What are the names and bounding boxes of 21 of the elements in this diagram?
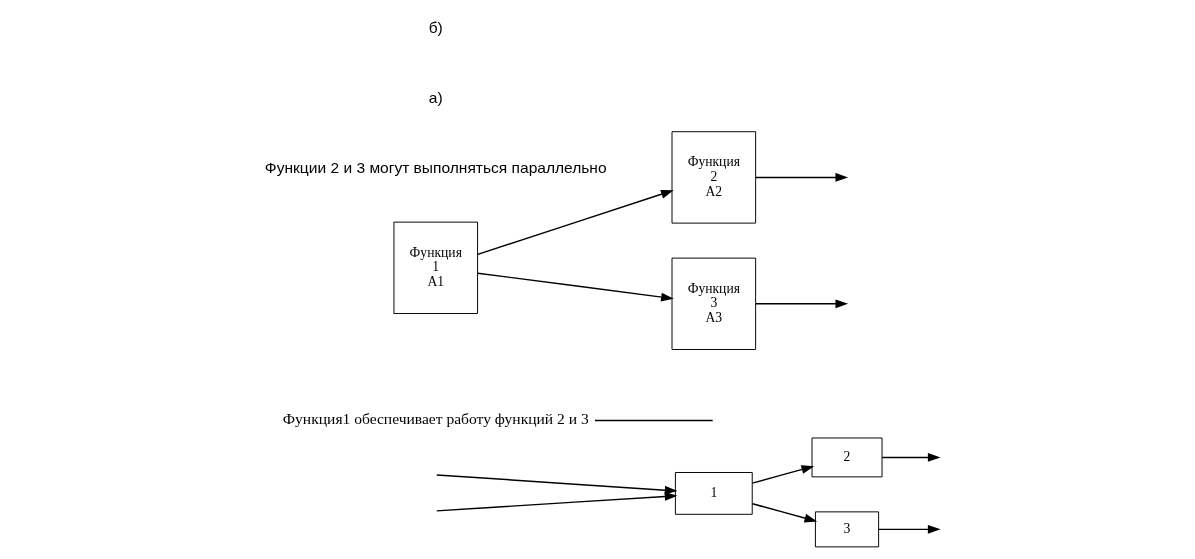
connector <box>594 419 714 422</box>
node-box: 2 <box>811 437 883 478</box>
node-box: Функция 3 A3 <box>671 257 757 350</box>
node-box: 1 <box>674 472 753 515</box>
arrow <box>751 502 818 523</box>
node-box: 3 <box>814 511 880 548</box>
label: а) <box>428 89 443 107</box>
arrow <box>477 189 674 256</box>
node-box: Функция 1 A1 <box>393 221 479 314</box>
arrow <box>881 453 941 462</box>
arrow <box>755 173 849 182</box>
arrow <box>436 474 678 501</box>
node-text: Функция1 обеспечивает работу функций 2 и 3 <box>282 410 589 428</box>
arrow <box>755 299 849 309</box>
arrow <box>751 465 815 484</box>
arrow <box>436 485 678 512</box>
label: б) <box>428 19 443 37</box>
label: Функции 2 и 3 могут выполняться параллельно <box>264 159 607 177</box>
node-box: Функция 2 A2 <box>671 131 757 224</box>
arrow <box>878 524 941 534</box>
arrow <box>477 272 674 302</box>
